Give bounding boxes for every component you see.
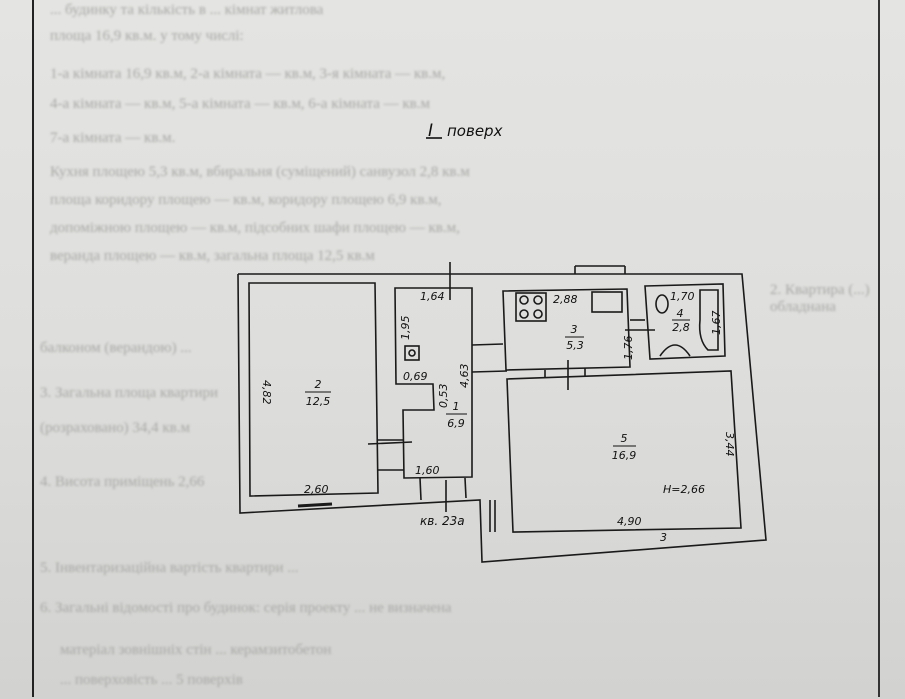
bleed-text: (розраховано) 34,4 кв.м: [40, 420, 190, 436]
room-3-number: 3: [571, 323, 578, 336]
dim-room1-height: 4,63: [458, 364, 471, 389]
bleed-text: ... поверховість ... 5 поверхів: [60, 672, 243, 688]
bathtub-icon: [698, 289, 719, 351]
dim-room3-width: 2,88: [553, 293, 578, 306]
room-4-outline: [644, 283, 726, 360]
room-4-area: 2,8: [672, 321, 690, 334]
bleed-text: 4-а кімната — кв.м, 5-а кімната — кв.м, …: [50, 96, 430, 112]
bleed-text: 5. Інвентаризаційна вартість квартири ..…: [40, 560, 299, 576]
bleed-text: площа коридору площею — кв.м, коридору п…: [50, 192, 442, 208]
apartment-label: кв. 23а: [420, 514, 465, 528]
dim-room5-height: 3,44: [723, 432, 736, 457]
dimension-labels: 4,82 2,60 1,64 1,60 4,63 1,95 0,69 0,53 …: [260, 290, 736, 544]
bleed-text: 7-а кімната — кв.м.: [50, 130, 176, 146]
bleed-text: 3. Загальна площа квартири: [40, 385, 219, 401]
dim-room2-width: 2,60: [304, 483, 329, 496]
room-2-number: 2: [315, 378, 322, 391]
ceiling-height: H=2,66: [663, 483, 705, 496]
room-5-outline: [506, 370, 742, 533]
dim-room2-height: 4,82: [260, 380, 273, 405]
dim-room1-bottom: 1,60: [415, 464, 440, 477]
bleed-text: площа 16,9 кв.м. у тому числі:: [50, 28, 244, 44]
bleed-text: 4. Висота приміщень 2,66: [40, 474, 205, 490]
bleed-text: Кухня площею 5,3 кв.м, вбиральня (суміще…: [50, 164, 470, 180]
bleed-text: веранда площею — кв.м, загальна площа 12…: [50, 248, 375, 264]
room-1-area: 6,9: [447, 417, 465, 430]
dim-room1-top: 1,64: [420, 290, 445, 303]
stove-icon: [515, 292, 547, 322]
chimney-icon: [404, 345, 420, 361]
room-labels: 2 12,5 1 6,9 3 5,3 4 2,8 5 16,9: [305, 307, 690, 462]
sink-icon: [591, 291, 623, 313]
bleed-text: балконом (верандою) ...: [40, 340, 192, 356]
page-border: [32, 0, 880, 697]
room-2-area: 12,5: [306, 395, 331, 408]
room-1-number: 1: [453, 400, 460, 413]
bleed-text: 2. Квартира (...) обладнана: [770, 282, 870, 315]
bleed-text: 6. Загальні відомості про будинок: серія…: [40, 600, 452, 616]
outer-wall: [237, 273, 767, 563]
bleed-text: 1-а кімната 16,9 кв.м, 2-а кімната — кв.…: [50, 66, 446, 82]
floor-heading-text: поверх: [447, 122, 503, 140]
dim-room4-width: 1,70: [670, 290, 695, 303]
room-1-outline: [394, 287, 473, 479]
dim-room5-width: 4,90: [617, 515, 642, 528]
toilet-icon: [655, 294, 669, 314]
room-4-number: 4: [677, 307, 684, 320]
balcony-mark: 3: [660, 531, 667, 544]
room-3-area: 5,3: [566, 339, 584, 352]
floor-heading-roman: I: [428, 121, 433, 141]
bleed-text: ... будинку та кількість в ... кімнат жи…: [50, 2, 324, 18]
room-5-number: 5: [621, 432, 628, 445]
dim-room1-niche-w: 0,69: [403, 370, 428, 383]
room-3-outline: [502, 288, 631, 371]
dim-room3-height: 1,76: [622, 336, 635, 361]
dim-room1-niche-h: 1,95: [399, 316, 412, 341]
room-2-outline: [248, 282, 379, 497]
washbasin-icon: [659, 344, 691, 357]
dim-room4-height: 1,67: [710, 311, 723, 336]
bleed-text: матеріал зовнішніх стін ... керамзитобет…: [60, 642, 332, 658]
dim-room1-step: 0,53: [437, 384, 450, 409]
room-5-area: 16,9: [612, 449, 637, 462]
bleed-text: допоміжною площею — кв.м, підсобних шафи…: [50, 220, 460, 236]
